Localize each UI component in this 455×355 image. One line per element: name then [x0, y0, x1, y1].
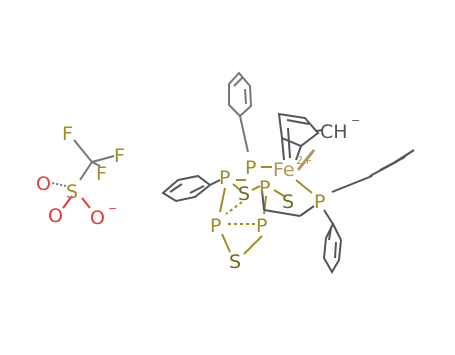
- cyclopentadienyl-ring: [277, 112, 324, 161]
- triflate-oxygen-2: O: [48, 205, 63, 227]
- cage-sulfur-right: S: [282, 191, 294, 213]
- phenyl-top-inner-2: [233, 76, 244, 87]
- bond-backbone-3: [299, 205, 315, 217]
- triflate-oxygen-charge: −: [108, 202, 117, 215]
- bond-c-s: [79, 161, 93, 181]
- triflate-fluorine-2: F: [114, 145, 125, 167]
- bond-backbone-1: [261, 189, 265, 211]
- bond-s-o1: [51, 182, 67, 187]
- cage-sulfur-center: S: [238, 183, 250, 205]
- cp-ring-outline: [277, 112, 320, 148]
- phenyl-left-inner-2: [189, 185, 205, 194]
- bond-s-o3: [81, 197, 91, 209]
- phenyl-left-inner-1: [169, 183, 183, 193]
- bond-scenter-tr: [251, 185, 261, 191]
- cage-phosphorus-top-right: P: [259, 177, 270, 199]
- triflate-oxygen-3: O: [90, 207, 105, 229]
- phenyl-right: [331, 149, 415, 193]
- bond-fe-ch-wedge: [296, 149, 316, 171]
- backbone-bonds: [261, 149, 316, 217]
- core-bonds: [219, 166, 313, 255]
- bond-p2-phenyl-bottom: [323, 209, 334, 225]
- bond-cage-br-sbottom: [243, 235, 263, 255]
- bond-tr-sright: [273, 189, 285, 197]
- triflate-bonds: [51, 139, 115, 209]
- triflate-oxygen-1: O: [36, 173, 51, 195]
- bond-s-o2: [62, 195, 73, 209]
- phenyl-bottom: [322, 209, 343, 274]
- bond-cp-fe-3: [287, 127, 291, 159]
- phenyl-bottom-inner-1: [334, 241, 337, 259]
- bond-cage-tl-scenter: [232, 183, 241, 191]
- methylidyne-charge: −: [351, 114, 360, 127]
- bond-c-f3: [91, 161, 101, 167]
- phenyl-top: [228, 71, 253, 153]
- triflate-sulfur: S: [66, 181, 78, 203]
- bond-cp-ch: [315, 129, 324, 132]
- phosphine-p1-label: P: [245, 157, 256, 179]
- triflate-fluorine-3: F: [96, 163, 107, 185]
- cage-sulfur-bottom: S: [229, 251, 241, 273]
- phosphine-p2-label: P: [314, 191, 325, 213]
- bond-fe-p2: [295, 179, 313, 194]
- bond-c-f1: [73, 139, 93, 163]
- phenyl-top-inner-1: [244, 88, 247, 105]
- bond-cage-tl-bl: [219, 187, 226, 213]
- bond-phenyl-left-p: [209, 179, 221, 186]
- phenyl-left: [161, 174, 221, 203]
- cage-phosphorus-bottom-right: P: [256, 215, 267, 237]
- iron-charge: 2+: [296, 154, 312, 167]
- phenyl-left-ring: [161, 174, 212, 203]
- cage-phosphorus-top-left: P: [219, 167, 230, 189]
- bond-c-f2: [91, 155, 115, 163]
- methylidyne-label: CH: [320, 121, 348, 143]
- bond-cp-fe-1: [281, 137, 285, 161]
- phenyl-bottom-inner-2: [328, 227, 332, 241]
- phenyl-bottom-ring: [322, 221, 343, 274]
- iron-label: Fe: [273, 159, 295, 181]
- phenyl-right-inner: [379, 156, 406, 171]
- cage-phosphorus-bottom-left: P: [210, 215, 221, 237]
- bond-cp-fe-2: [295, 145, 302, 161]
- bond-cage-bl-sbottom: [221, 233, 231, 253]
- bond-p2-aryl: [331, 175, 373, 193]
- bond-backbone-2: [263, 209, 301, 217]
- triflate-fluorine-1: F: [62, 123, 73, 145]
- bond-phenyl-top-p1: [239, 115, 249, 153]
- cp-inner-bond: [286, 119, 310, 125]
